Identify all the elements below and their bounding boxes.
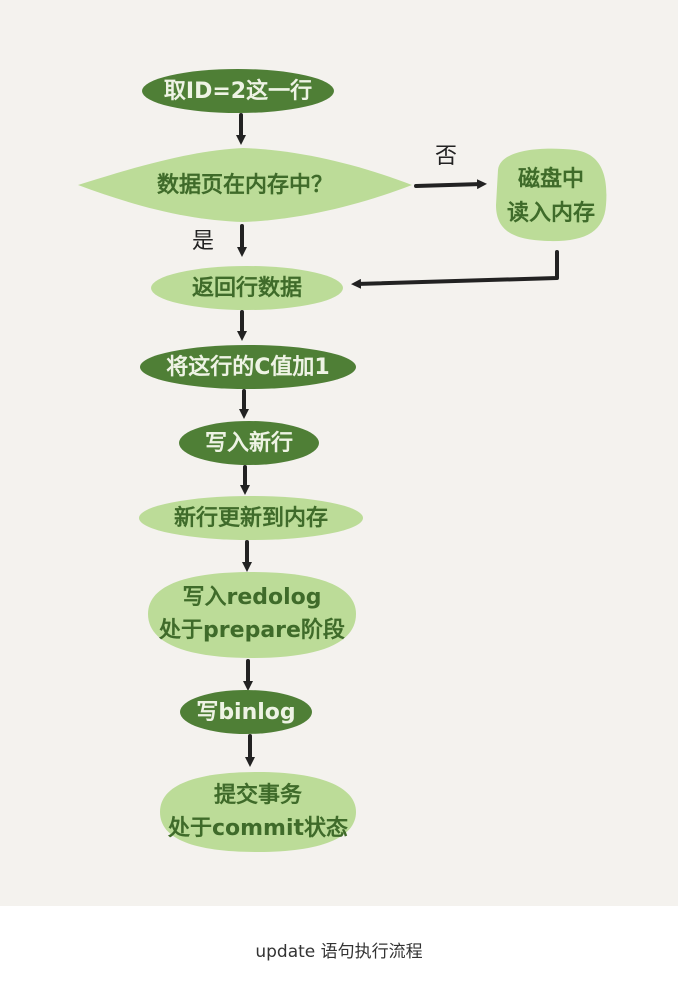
node-update-memory-label: 新行更新到内存: [174, 505, 328, 531]
branch-label-yes: 是: [192, 229, 214, 254]
node-update-memory: 新行更新到内存: [139, 496, 363, 540]
node-add-one: 将这行的C值加1: [140, 345, 356, 389]
arrow-decision-to-disk: [414, 179, 487, 190]
node-commit-line1: 提交事务: [214, 782, 303, 808]
node-return-row-label: 返回行数据: [192, 275, 302, 301]
node-write-new-row-label: 写入新行: [205, 430, 293, 456]
node-disk-read: 磁盘中 读入内存: [496, 148, 607, 242]
flowchart-figure: 取ID=2这一行 数据页在内存中？ 否 磁盘中 读入内存 是 返回行数据: [0, 0, 678, 906]
node-fetch-row-label: 取ID=2这一行: [164, 78, 312, 104]
node-disk-read-line2: 读入内存: [507, 200, 595, 226]
node-fetch-row: 取ID=2这一行: [142, 69, 334, 113]
node-write-new-row: 写入新行: [179, 421, 319, 465]
node-disk-read-line1: 磁盘中: [518, 166, 584, 192]
node-decision-label: 数据页在内存中？: [157, 172, 333, 198]
node-decision-in-memory: 数据页在内存中？: [78, 148, 412, 222]
figure-caption: update 语句执行流程: [255, 941, 423, 962]
node-redo-prepare-line2: 处于prepare阶段: [158, 617, 345, 643]
flowchart-canvas: 取ID=2这一行 数据页在内存中？ 否 磁盘中 读入内存 是 返回行数据: [78, 69, 607, 852]
node-add-one-label: 将这行的C值加1: [166, 354, 329, 380]
node-write-binlog: 写binlog: [180, 690, 312, 734]
node-return-row: 返回行数据: [151, 266, 343, 310]
branch-label-no: 否: [435, 144, 457, 169]
arrow-disk-to-return: [351, 250, 559, 289]
node-redo-prepare: 写入redolog 处于prepare阶段: [148, 572, 356, 658]
node-redo-prepare-line1: 写入redolog: [182, 585, 321, 610]
node-commit: 提交事务 处于commit状态: [160, 772, 356, 852]
node-write-binlog-label: 写binlog: [196, 700, 295, 725]
node-commit-line2: 处于commit状态: [167, 815, 348, 841]
